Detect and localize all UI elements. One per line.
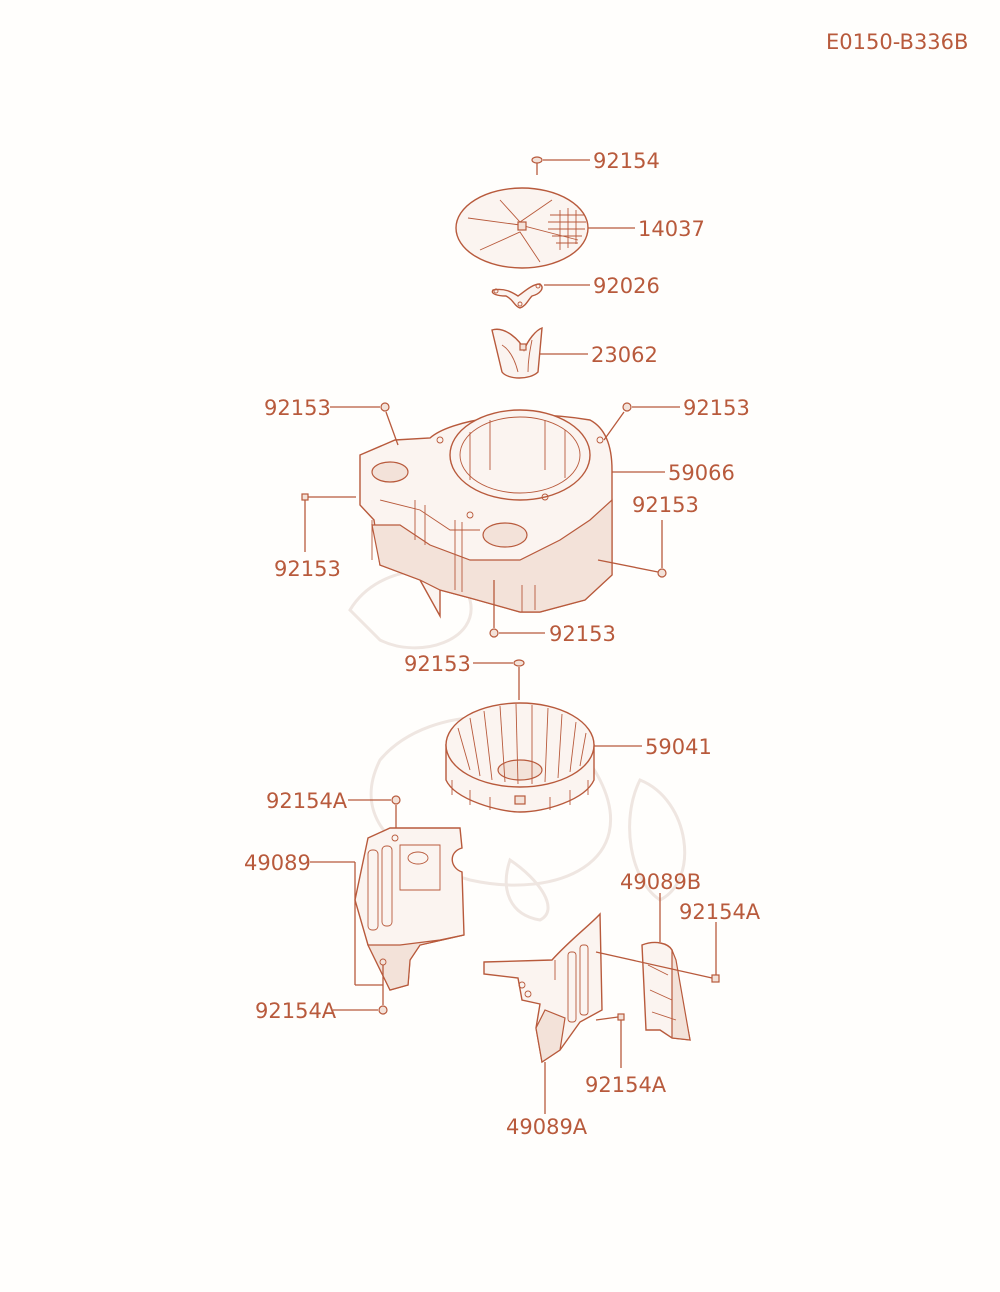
- part-92026-bracket: [491, 283, 590, 309]
- label-23062: 23062: [591, 343, 658, 367]
- part-92153-fan-screw: [473, 659, 525, 700]
- part-92153-screw-left: [301, 493, 356, 552]
- label-59066: 59066: [668, 461, 735, 485]
- label-49089: 49089: [244, 851, 311, 875]
- part-49089B-cover: [595, 893, 713, 1041]
- part-59066-fan-housing: [359, 409, 665, 619]
- label-92154A-1: 92154A: [266, 789, 348, 813]
- label-92153-bottom: 92153: [549, 622, 616, 646]
- part-49089A-cover: [483, 912, 603, 1114]
- label-92154A-2: 92154A: [679, 900, 761, 924]
- part-49089-cover: [310, 827, 465, 991]
- label-49089A: 49089A: [506, 1115, 588, 1139]
- diagram-code: E0150-B336B: [826, 30, 968, 54]
- part-92153-screw-upper-left: [330, 402, 399, 446]
- part-23062-guide: [491, 326, 588, 379]
- part-59041-fan: [445, 702, 642, 813]
- label-59041: 59041: [645, 735, 712, 759]
- part-92154A-screw-4: [595, 1013, 625, 1068]
- part-92154A-screw-1: [348, 795, 401, 835]
- part-92154-screw: [531, 156, 590, 175]
- part-92153-screw-bottom: [489, 580, 545, 638]
- part-14037-screen: [455, 187, 635, 269]
- label-92154A-4: 92154A: [585, 1073, 667, 1097]
- part-92153-screw-upper-right: [603, 402, 680, 441]
- part-92154A-screw-3: [333, 965, 388, 1015]
- label-92153-left: 92153: [274, 557, 341, 581]
- label-92153-upper-left: 92153: [264, 396, 331, 420]
- label-92154A-3: 92154A: [255, 999, 337, 1023]
- label-92153-right: 92153: [632, 493, 699, 517]
- part-92153-screw-right: [597, 520, 667, 578]
- label-92153-upper-right: 92153: [683, 396, 750, 420]
- label-92154-top: 92154: [593, 149, 660, 173]
- label-92153-fan: 92153: [404, 652, 471, 676]
- part-92154A-screw-2: [711, 922, 720, 983]
- label-14037: 14037: [638, 217, 705, 241]
- label-92026: 92026: [593, 274, 660, 298]
- label-49089B: 49089B: [620, 870, 701, 894]
